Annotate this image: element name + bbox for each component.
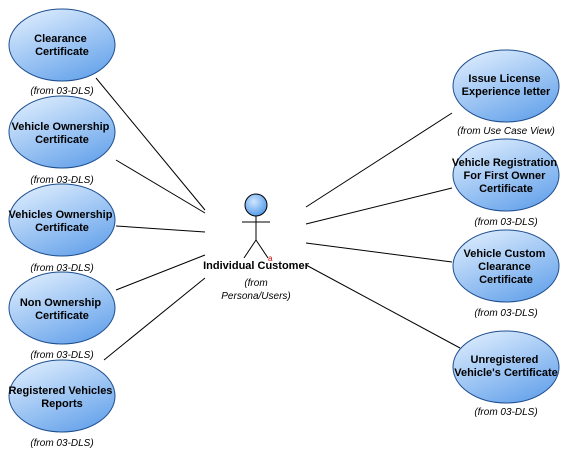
- use-case-uc5-label: Registered Vehicles Reports: [8, 385, 115, 410]
- use-case-uc8-label: Vehicle Custom Clearance Certificate: [464, 248, 549, 286]
- use-case-uc6[interactable]: Issue License Experience letter (from Us…: [452, 49, 560, 137]
- use-case-uc6-label: Issue License Experience letter: [462, 73, 551, 98]
- association-uc5: [103, 277, 206, 361]
- use-case-uc4-label: Non Ownership Certificate: [20, 297, 104, 322]
- use-case-uc7[interactable]: Vehicle Registration For First Owner Cer…: [452, 138, 560, 228]
- association-uc4: [115, 254, 206, 291]
- association-uc8: [305, 242, 453, 263]
- use-case-uc9-from: (from 03-DLS): [474, 407, 537, 418]
- use-case-uc3-label: Vehicles Ownership Certificate: [9, 209, 116, 234]
- use-case-uc4-from: (from 03-DLS): [30, 350, 93, 361]
- use-case-uc1[interactable]: Clearance Certificate (from 03-DLS): [8, 8, 116, 97]
- association-uc1: [95, 77, 206, 211]
- association-uc3: [115, 225, 206, 233]
- use-case-uc2[interactable]: Vehicle Ownership Certificate (from 03-D…: [8, 95, 116, 186]
- use-case-uc8[interactable]: Vehicle Custom Clearance Certificate (fr…: [452, 229, 560, 319]
- use-case-uc1-label: Clearance Certificate: [34, 33, 90, 58]
- use-case-uc7-label: Vehicle Registration For First Owner Cer…: [452, 157, 560, 195]
- use-case-uc6-from: (from Use Case View): [457, 126, 555, 137]
- use-case-uc3[interactable]: Vehicles Ownership Certificate (from 03-…: [8, 183, 116, 274]
- use-case-uc1-from: (from 03-DLS): [30, 86, 93, 97]
- use-case-uc8-from: (from 03-DLS): [474, 308, 537, 319]
- use-case-uc4[interactable]: Non Ownership Certificate (from 03-DLS): [8, 271, 116, 361]
- use-case-uc9[interactable]: Unregistered Vehicle's Certificate (from…: [452, 330, 560, 418]
- actor-from-line2: Persona/Users): [221, 291, 290, 302]
- use-case-uc5-from: (from 03-DLS): [30, 438, 93, 449]
- use-case-uc5[interactable]: Registered Vehicles Reports (from 03-DLS…: [8, 359, 116, 449]
- association-uc9: [305, 264, 461, 349]
- actor-marker: a: [268, 254, 273, 263]
- association-uc7: [305, 187, 453, 225]
- use-case-uc2-from: (from 03-DLS): [30, 175, 93, 186]
- use-case-uc7-from: (from 03-DLS): [474, 217, 537, 228]
- actor-from-line1: (from: [244, 278, 267, 289]
- actor-name: Individual Customer: [203, 260, 309, 272]
- association-uc2: [115, 159, 206, 214]
- actor-right-leg: [255, 239, 269, 259]
- actor-left-leg: [243, 239, 257, 259]
- use-case-uc2-label: Vehicle Ownership Certificate: [12, 121, 113, 146]
- association-uc6: [305, 112, 453, 208]
- use-case-uc3-from: (from 03-DLS): [30, 263, 93, 274]
- actor-head: [244, 193, 268, 217]
- use-case-uc9-label: Unregistered Vehicle's Certificate: [454, 354, 558, 379]
- association-lines: [95, 77, 461, 361]
- actor-individual-customer[interactable]: a Individual Customer (from Persona/User…: [203, 193, 310, 302]
